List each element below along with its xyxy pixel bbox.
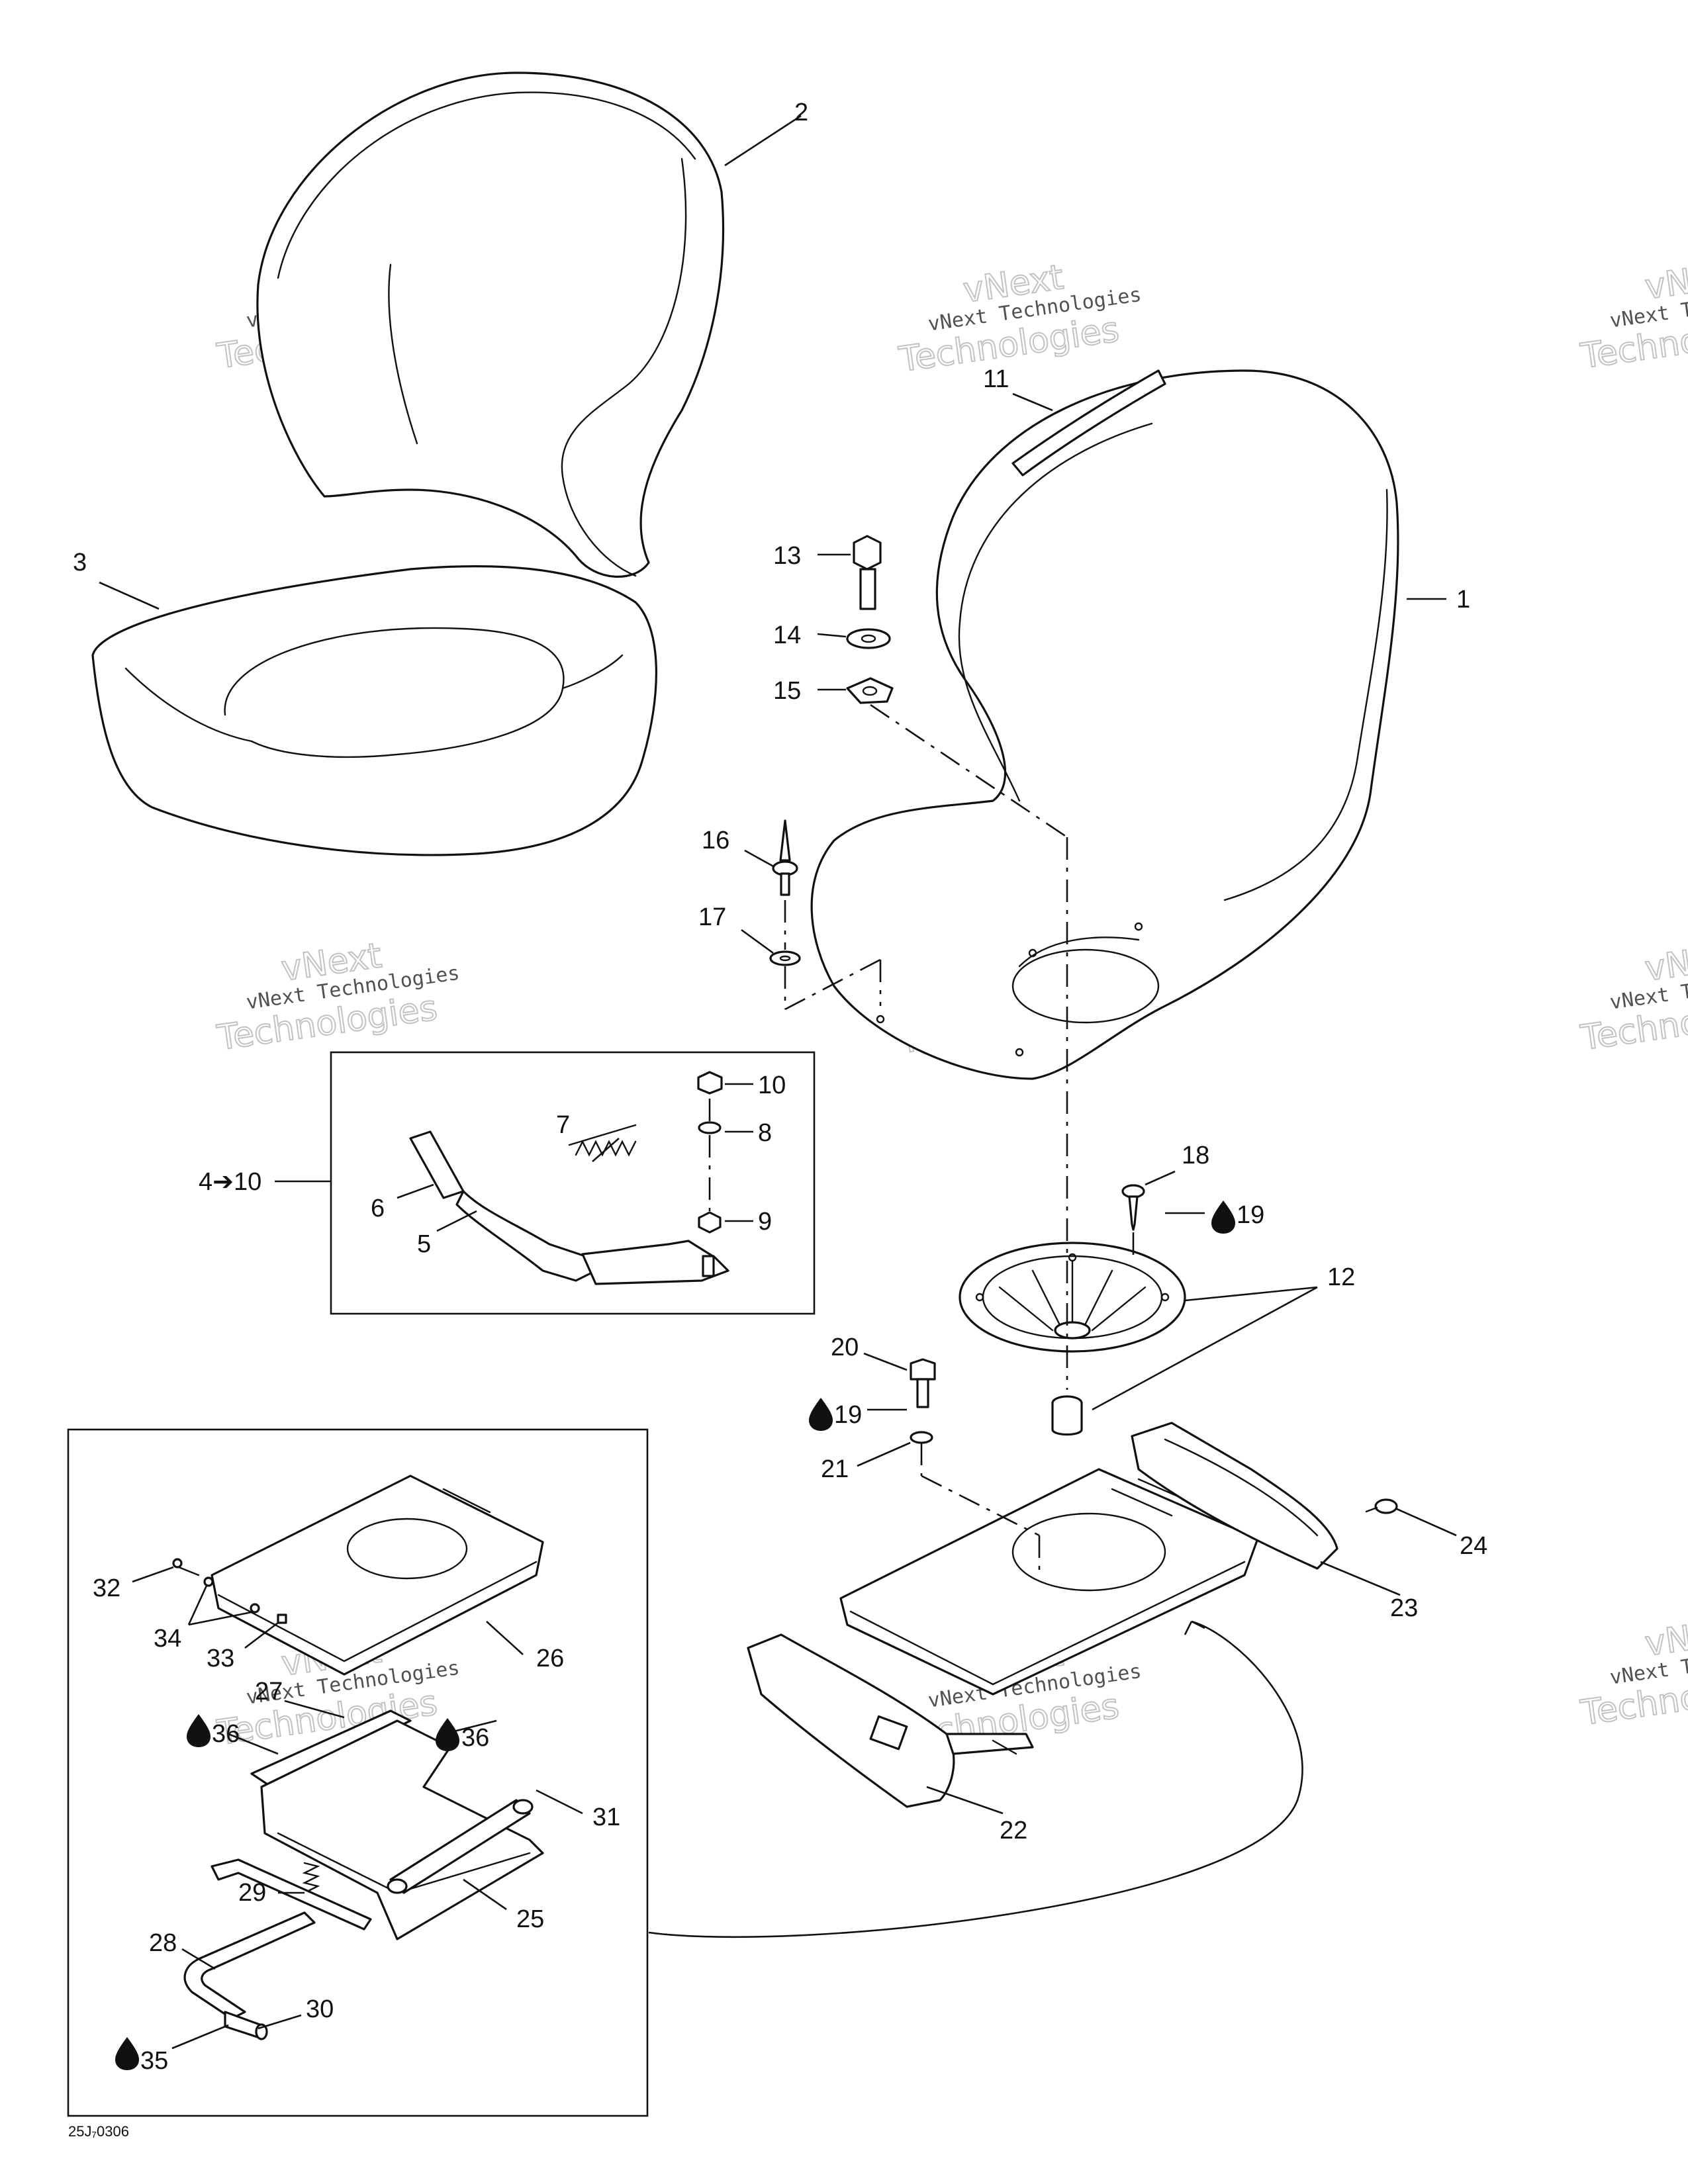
callout-33: 33 xyxy=(207,1645,234,1672)
slide-plate-26-part xyxy=(211,1475,544,1676)
screw-32-part xyxy=(172,1558,200,1576)
callout-4-to-10: 4➔10 xyxy=(199,1168,261,1196)
washer-21-part xyxy=(910,1431,933,1444)
callout-14: 14 xyxy=(773,621,801,649)
callout-32: 32 xyxy=(93,1574,120,1602)
callout-17: 17 xyxy=(698,903,726,931)
callout-36: 36 xyxy=(461,1724,489,1752)
callout-8: 8 xyxy=(758,1119,772,1147)
grip-30-part xyxy=(224,2011,268,2040)
callout-18: 18 xyxy=(1182,1142,1209,1169)
callout-23: 23 xyxy=(1390,1594,1418,1622)
callout-35: 35 xyxy=(140,2047,168,2075)
bolt-20-part xyxy=(910,1358,936,1408)
side-rail-23-part xyxy=(1131,1422,1338,1570)
oil-drop-icon xyxy=(187,1714,211,1747)
callout-6: 6 xyxy=(371,1195,385,1222)
seat-shell-part xyxy=(810,369,1399,1080)
washer-14-part xyxy=(846,628,891,649)
watermark: vNext vNext Technologies Technologies xyxy=(1577,253,1688,377)
callout-19: 19 xyxy=(834,1401,862,1429)
oil-drop-icon xyxy=(809,1398,833,1431)
bumper-34-part xyxy=(203,1576,260,1614)
spring-coils xyxy=(575,1140,637,1157)
callout-30: 30 xyxy=(306,1995,334,2023)
drawing-code: 25J₇0306 xyxy=(68,2123,129,2140)
callout-15: 15 xyxy=(773,677,801,705)
nut-10-part xyxy=(697,1071,723,1095)
seat-cushion-cover-part xyxy=(91,565,657,856)
watermark: vNext vNext Technologies Technologies xyxy=(214,935,461,1059)
callout-29: 29 xyxy=(238,1879,266,1907)
inset-box-lever-assembly xyxy=(330,1051,816,1315)
callout-36: 36 xyxy=(212,1720,240,1748)
callout-9: 9 xyxy=(758,1208,772,1236)
callout-11: 11 xyxy=(983,365,1009,393)
leader-lines xyxy=(99,114,1457,2050)
screw-18-part xyxy=(1121,1184,1145,1231)
nut-9-part xyxy=(698,1211,722,1234)
callout-labels: 1 2 3 11 13 14 15 16 17 10 8 9 7 6 5 4➔1… xyxy=(73,99,1487,2075)
seat-base-part xyxy=(839,1468,1259,1696)
alignment-lines xyxy=(708,704,1135,1575)
plug-24-part xyxy=(1365,1498,1398,1514)
callout-3: 3 xyxy=(73,549,87,576)
callout-10: 10 xyxy=(758,1071,786,1099)
watermark: vNext vNext Technologies Technologies xyxy=(896,257,1143,381)
callout-21: 21 xyxy=(821,1455,849,1483)
callout-22: 22 xyxy=(1000,1817,1027,1844)
callout-34: 34 xyxy=(154,1625,181,1653)
lever-5-part xyxy=(455,1190,597,1282)
swivel-plate-part xyxy=(959,1242,1186,1353)
inset-box-slide-assembly xyxy=(67,1428,649,2117)
latch-rod-28-part xyxy=(183,1858,372,2020)
lever-assembly-group xyxy=(409,1124,729,1285)
callout-28: 28 xyxy=(149,1929,177,1957)
tube-31-part xyxy=(387,1799,534,1894)
watermark: vNext vNext Technologies Technologies xyxy=(1577,1610,1688,1734)
rivet-16-part xyxy=(772,819,798,896)
stud xyxy=(702,1255,715,1277)
callout-26: 26 xyxy=(536,1645,564,1672)
callout-19: 19 xyxy=(1237,1201,1264,1229)
callout-31: 31 xyxy=(592,1803,620,1831)
backrest-cover-part xyxy=(256,71,725,578)
washer-17-part xyxy=(769,950,801,966)
nut-15-part xyxy=(846,677,894,704)
oil-drop-icon xyxy=(1211,1201,1235,1234)
washer-8-part xyxy=(698,1121,722,1134)
callout-12: 12 xyxy=(1327,1263,1355,1291)
callout-27: 27 xyxy=(255,1678,283,1706)
callout-24: 24 xyxy=(1460,1532,1487,1560)
callout-25: 25 xyxy=(516,1905,544,1933)
callout-7: 7 xyxy=(556,1111,570,1139)
callout-13: 13 xyxy=(773,542,801,570)
bolt-13-part xyxy=(853,535,882,610)
watermark: vNext vNext Technologies Technologies xyxy=(1577,935,1688,1059)
oil-drop-icon xyxy=(115,2037,139,2070)
spring-7-part xyxy=(568,1124,637,1146)
front-rail-22-part xyxy=(747,1633,1034,1808)
callout-2: 2 xyxy=(794,99,808,126)
callout-5: 5 xyxy=(417,1230,431,1258)
callout-20: 20 xyxy=(831,1334,859,1361)
bushing-part xyxy=(1051,1395,1083,1436)
oil-drop-icon xyxy=(436,1718,459,1751)
grip-6-part xyxy=(409,1130,465,1199)
callout-1: 1 xyxy=(1456,586,1470,614)
lever-plate-part xyxy=(581,1240,729,1285)
bushing-33-part xyxy=(277,1614,287,1624)
callout-16: 16 xyxy=(702,827,729,854)
edge-trim-part xyxy=(1011,369,1166,477)
